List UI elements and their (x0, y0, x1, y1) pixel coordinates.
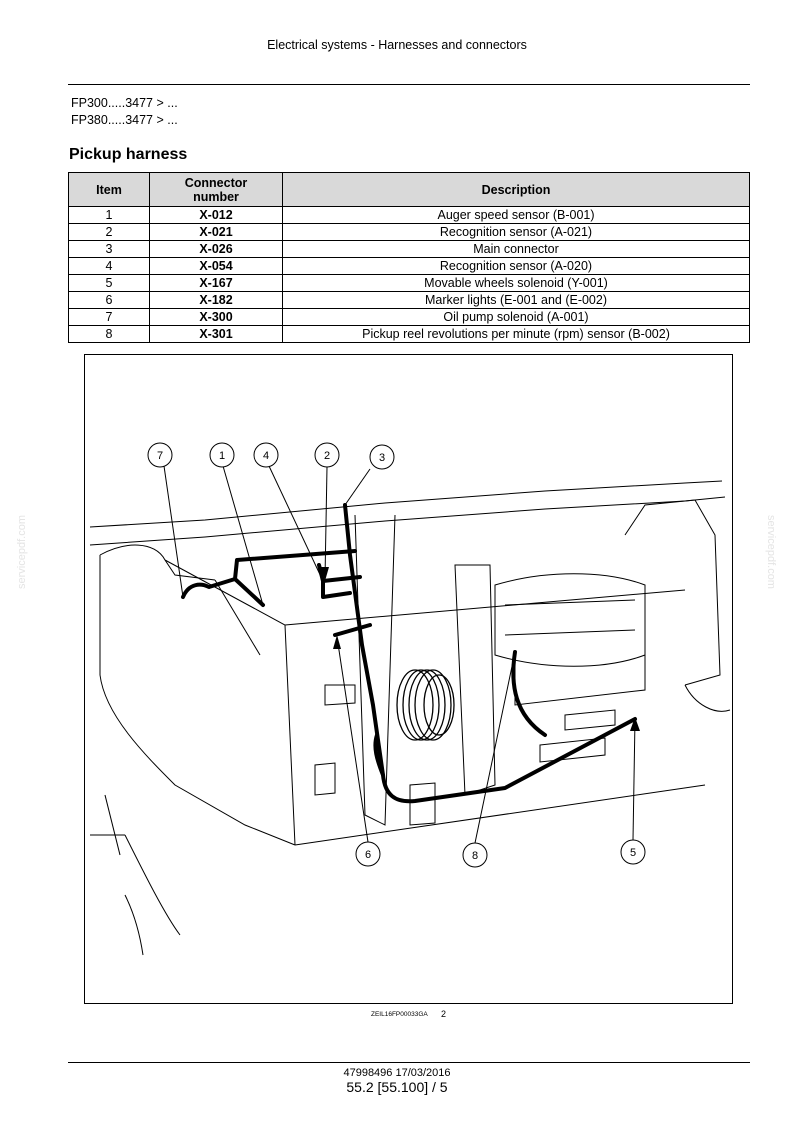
callout-3-label: 3 (379, 452, 385, 464)
connector-cell: X-300 (149, 308, 283, 326)
callout-1: 1 (209, 442, 235, 468)
table-row: 4 X-054 Recognition sensor (A-020) (68, 257, 750, 275)
footer-rule (68, 1062, 750, 1063)
item-cell: 1 (68, 206, 150, 224)
connector-cell: X-301 (149, 325, 283, 343)
item-cell: 2 (68, 223, 150, 241)
table-row: 7 X-300 Oil pump solenoid (A-001) (68, 308, 750, 326)
description-cell: Pickup reel revolutions per minute (rpm)… (282, 325, 750, 343)
footer-page-number: 55.2 [55.100] / 5 (346, 1079, 448, 1095)
description-cell: Movable wheels solenoid (Y-001) (282, 274, 750, 292)
figure-reference: ZEIL16FP00033GA (371, 1011, 428, 1018)
table-row: 1 X-012 Auger speed sensor (B-001) (68, 206, 750, 224)
table-row: 3 X-026 Main connector (68, 240, 750, 258)
table-header-row: Item Connector number Description (68, 172, 750, 207)
table-row: 5 X-167 Movable wheels solenoid (Y-001) (68, 274, 750, 292)
table-row: 6 X-182 Marker lights (E-001 and (E-002) (68, 291, 750, 309)
connector-cell: X-182 (149, 291, 283, 309)
description-cell: Auger speed sensor (B-001) (282, 206, 750, 224)
callout-2: 2 (314, 442, 340, 468)
harness-drawing: 7 1 4 2 3 6 8 5 (89, 442, 731, 956)
item-cell: 3 (68, 240, 150, 258)
callout-7: 7 (147, 442, 173, 468)
watermark-right: servicepdf.com (765, 515, 777, 589)
callout-4-label: 4 (263, 450, 269, 462)
callout-3: 3 (369, 444, 395, 470)
connector-cell: X-026 (149, 240, 283, 258)
item-column-header: Item (68, 172, 150, 207)
description-cell: Recognition sensor (A-020) (282, 257, 750, 275)
pickup-harness-table: Item Connector number Description 1 X-01… (68, 172, 750, 343)
connector-column-header: Connector number (149, 172, 283, 207)
item-cell: 8 (68, 325, 150, 343)
callout-leaders (163, 465, 636, 844)
description-cell: Oil pump solenoid (A-001) (282, 308, 750, 326)
item-cell: 4 (68, 257, 150, 275)
table-row: 8 X-301 Pickup reel revolutions per minu… (68, 325, 750, 343)
table-row: 2 X-021 Recognition sensor (A-021) (68, 223, 750, 241)
item-cell: 6 (68, 291, 150, 309)
connector-cell: X-012 (149, 206, 283, 224)
harness-illustration: 7 1 4 2 3 6 8 5 (84, 354, 733, 1004)
callout-5: 5 (620, 839, 646, 865)
pickup-machine-drawing (89, 480, 731, 956)
callout-5-label: 5 (630, 847, 636, 859)
harness-wiring (181, 503, 637, 804)
item-cell: 7 (68, 308, 150, 326)
header-rule (68, 84, 750, 85)
applicability-line-2: FP380.....3477 > ... (71, 113, 178, 127)
watermark-left: servicepdf.com (16, 515, 28, 589)
figure-number: 2 (441, 1009, 447, 1019)
description-cell: Marker lights (E-001 and (E-002) (282, 291, 750, 309)
description-cell: Main connector (282, 240, 750, 258)
callout-4: 4 (253, 442, 279, 468)
description-column-header: Description (282, 172, 750, 207)
section-title: Pickup harness (69, 146, 188, 163)
callout-2-label: 2 (324, 450, 330, 462)
callout-arrowheads (321, 567, 640, 731)
callout-6-label: 6 (365, 849, 371, 861)
footer-document-id: 47998496 17/03/2016 (343, 1067, 451, 1079)
wound-coil-drawing (396, 669, 455, 741)
callout-8: 8 (462, 842, 488, 868)
applicability-line-1: FP300.....3477 > ... (71, 96, 178, 110)
callout-1-label: 1 (219, 450, 225, 462)
connector-cell: X-054 (149, 257, 283, 275)
callout-6: 6 (355, 841, 381, 867)
description-cell: Recognition sensor (A-021) (282, 223, 750, 241)
connector-cell: X-021 (149, 223, 283, 241)
connector-cell: X-167 (149, 274, 283, 292)
callout-7-label: 7 (157, 450, 163, 462)
callout-8-label: 8 (472, 850, 478, 862)
item-cell: 5 (68, 274, 150, 292)
page-header-title: Electrical systems - Harnesses and conne… (267, 38, 527, 52)
